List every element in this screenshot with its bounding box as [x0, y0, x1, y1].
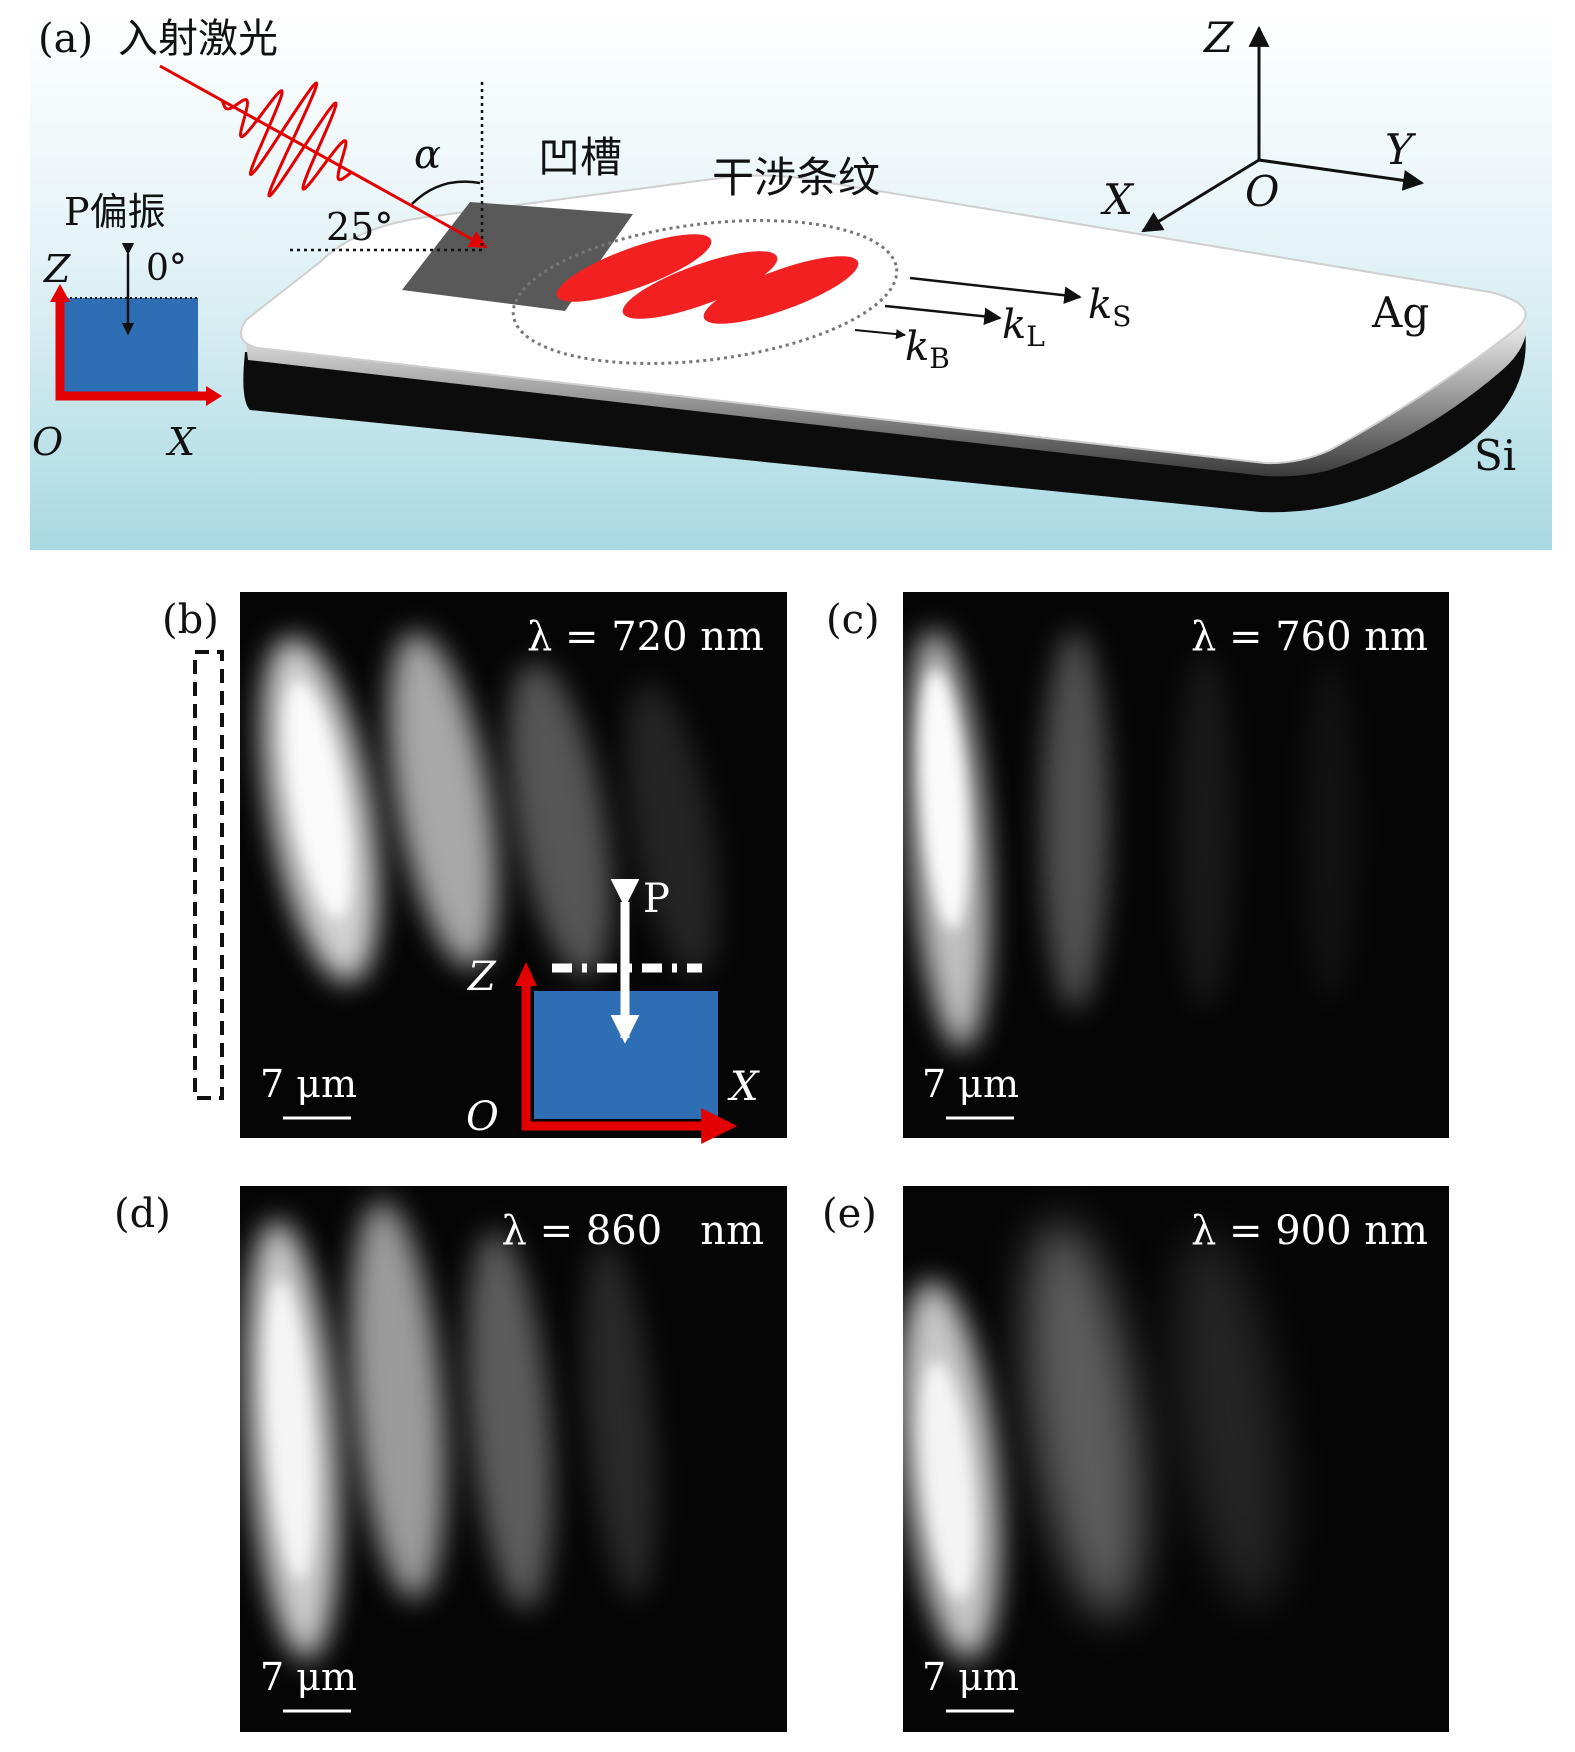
fringe-d-4: [582, 1240, 658, 1600]
fringe-c-2: [1041, 630, 1109, 1010]
fringe-e-2: [1026, 1221, 1144, 1619]
inset-sample-block: [64, 298, 198, 396]
laser-beam: [159, 64, 488, 249]
panel-b-inset-x-label: X: [727, 1064, 760, 1110]
axis-x-label: X: [1100, 175, 1135, 224]
fringe-region: [511, 219, 899, 365]
panel-b-inset-z-arrowhead: [515, 962, 537, 986]
laser-pulse-wave: [220, 81, 353, 198]
panel-d-scale-label: 7 μm: [260, 1655, 357, 1699]
panel-c: (c) λ = 760 nm 7 μm: [826, 592, 1449, 1138]
panel-d: (d) λ = 860 nm 7 μm: [114, 1186, 787, 1732]
panel-e: (e) λ = 900 nm 7 μm: [822, 1186, 1449, 1732]
fringe-c-1-core: [920, 670, 968, 930]
fringe-c-4: [1302, 660, 1358, 1000]
fringe-e-3: [1173, 1231, 1287, 1609]
axis-o-label: O: [1245, 167, 1279, 216]
inset-x-arrowhead: [206, 386, 222, 406]
axis-y: [1258, 158, 1425, 191]
panel-b: (b) λ = 720 nm 7 μm P Z O X: [162, 592, 787, 1144]
panel-e-tag: (e): [822, 1191, 877, 1237]
alpha-label: α: [414, 132, 441, 178]
ks-arrow: [909, 276, 1082, 304]
groove-label: 凹槽: [538, 133, 622, 182]
axis-x: [1141, 158, 1260, 233]
kb-arrow: [854, 329, 906, 340]
inset-x-label: X: [165, 420, 197, 464]
panel-b-inset: P Z O X: [466, 876, 760, 1144]
panel-c-wavelength: λ = 760 nm: [1191, 614, 1428, 660]
panel-b-inset-p-label: P: [643, 876, 670, 922]
panel-d-wavelength: λ = 860 nm: [502, 1208, 764, 1254]
si-label: Si: [1474, 431, 1516, 480]
kl-label: kL: [1002, 302, 1045, 353]
fringe-2: [622, 251, 778, 319]
coordinate-axes-3d: Z Y X O: [1100, 13, 1425, 233]
panel-c-scale-label: 7 μm: [922, 1062, 1019, 1106]
fringe-b-1-core: [284, 681, 352, 919]
ag-label: Ag: [1371, 288, 1429, 337]
panel-e-scale-label: 7 μm: [922, 1655, 1019, 1699]
alpha-arc: [411, 180, 481, 205]
fringes-label: 干涉条纹: [712, 153, 880, 202]
fringe-c-3: [1175, 650, 1235, 1010]
panel-b-inset-axes: [521, 980, 738, 1144]
groove-outline: [193, 650, 224, 1100]
polarization-inset: Z 0° O X: [32, 242, 222, 464]
angle-25-label: 25°: [326, 205, 393, 249]
panel-b-wavelength: λ = 720 nm: [527, 614, 764, 660]
panel-b-fringes: [262, 632, 720, 983]
angle-0-label: 0°: [146, 248, 187, 289]
inset-z-arrowhead: [50, 284, 70, 302]
kl-arrow: [884, 304, 1002, 326]
axis-z-label: Z: [1202, 13, 1234, 62]
panel-d-tag: (d): [114, 1191, 171, 1237]
panel-a-tag: (a): [38, 16, 93, 62]
incident-laser-label: 入射激光: [118, 16, 278, 62]
fringe-3: [703, 256, 859, 324]
fringe-1: [556, 234, 712, 302]
panel-a: kS kL kB α 25° (a) 入射激光 凹槽 干涉条纹 P偏振 Z 0°…: [30, 10, 1552, 550]
inset-o-label: O: [32, 420, 63, 464]
fringe-b-3: [508, 662, 612, 978]
panel-e-wavelength: λ = 900 nm: [1191, 1208, 1428, 1254]
fringe-b-2: [388, 632, 498, 968]
p-polarization-label: P偏振: [64, 190, 166, 234]
kb-label: kB: [905, 324, 950, 375]
panel-b-inset-o-label: O: [466, 1094, 499, 1140]
inset-axes: [55, 300, 210, 401]
ks-label: kS: [1088, 282, 1131, 333]
panel-b-scale-label: 7 μm: [260, 1062, 357, 1106]
panel-b-inset-z-label: Z: [466, 954, 497, 1000]
panel-e-fringes: [900, 1221, 1287, 1660]
fringe-d-1-core: [265, 1280, 315, 1580]
axis-y-label: Y: [1385, 125, 1417, 174]
panel-c-tag: (c): [826, 597, 880, 643]
panel-c-fringes: [907, 630, 1358, 1050]
panel-b-tag: (b): [162, 597, 219, 643]
fringe-d-3: [466, 1230, 554, 1610]
inset-z-label: Z: [43, 247, 71, 291]
panel-d-fringes: [245, 1200, 658, 1660]
fringe-b-4: [624, 682, 720, 978]
fringe-e-1-core: [921, 1360, 975, 1600]
fringe-d-2: [350, 1200, 446, 1600]
